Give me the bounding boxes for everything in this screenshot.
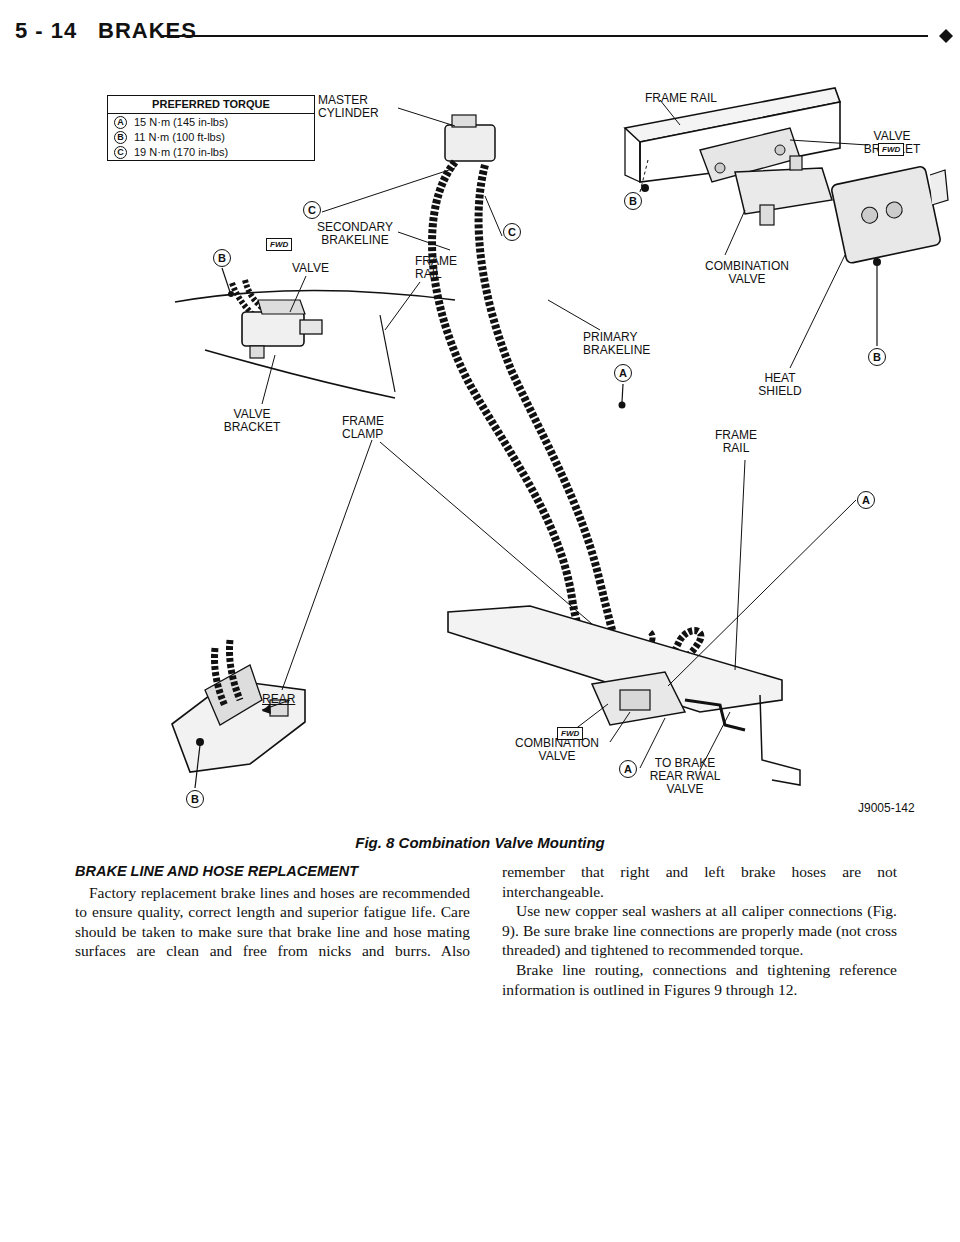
part-label: MASTER CYLINDER [318, 94, 393, 120]
figure-code: J9005-142 [858, 802, 915, 815]
section-heading: BRAKE LINE AND HOSE REPLACEMENT [75, 862, 470, 882]
callout-text: A [624, 764, 632, 775]
part-label: FRAME CLAMP [342, 415, 394, 441]
callout-text: A [117, 118, 124, 127]
callout-text: B [629, 196, 637, 207]
callout-letter: A [857, 491, 875, 509]
callout-text: A [619, 368, 627, 379]
forward-icon: FWD [878, 143, 904, 156]
callout-text: A [862, 495, 870, 506]
page-number: 5 - 14 [15, 18, 77, 44]
callout-letter: B [868, 348, 886, 366]
torque-table: PREFERRED TORQUE 15 N·m (145 in-lbs) 11 N·… [107, 95, 315, 161]
figure-caption: Fig. 8 Combination Valve Mounting [0, 834, 960, 851]
callout-letter: A [614, 364, 632, 382]
callout-letter: B [624, 192, 642, 210]
callout-text: B [191, 794, 199, 805]
forward-icon: FWD [266, 238, 292, 251]
callout-letter: B [213, 249, 231, 267]
part-label: VALVE [292, 262, 329, 275]
callout-text: B [218, 253, 226, 264]
part-label: TO BRAKE REAR RWAL VALVE [642, 757, 728, 796]
part-label: FRAME RAIL [415, 255, 461, 281]
part-label: HEAT SHIELD [750, 372, 810, 398]
callout-text: C [308, 205, 316, 216]
callout-letter: B [114, 131, 127, 144]
torque-value: 19 N·m (170 in-lbs) [134, 146, 228, 159]
callout-letter: B [186, 790, 204, 808]
callout-letter: A [114, 116, 127, 129]
callout-letter: C [114, 146, 127, 159]
body-paragraph: Brake line routing, connections and tigh… [502, 960, 897, 999]
part-label: FRAME RAIL [712, 429, 760, 455]
part-label: PRIMARY BRAKELINE [583, 331, 675, 357]
callout-text: B [873, 352, 881, 363]
callout-text: B [117, 133, 124, 142]
callout-letter: C [303, 201, 321, 219]
table-heading: PREFERRED TORQUE [108, 98, 314, 114]
part-label: COMBINATION VALVE [505, 737, 609, 763]
forward-icon: FWD [557, 727, 583, 740]
body-paragraph: Use new copper seal washers at all calip… [502, 901, 897, 960]
callout-text: C [117, 148, 124, 157]
callout-letter: A [619, 760, 637, 778]
part-label: VALVE BRACKET [220, 408, 284, 434]
section-title: BRAKES [98, 18, 197, 44]
part-label: FRAME RAIL [645, 92, 717, 105]
callout-text: C [508, 227, 516, 238]
callout-letter: C [503, 223, 521, 241]
text-columns: BRAKE LINE AND HOSE REPLACEMENTFactory r… [75, 862, 897, 999]
part-label: SECONDARY BRAKELINE [312, 221, 398, 247]
part-label: COMBINATION VALVE [695, 260, 799, 286]
direction-label: REAR [262, 693, 295, 706]
torque-value: 15 N·m (145 in-lbs) [134, 116, 228, 129]
torque-value: 11 N·m (100 ft-lbs) [134, 131, 225, 144]
